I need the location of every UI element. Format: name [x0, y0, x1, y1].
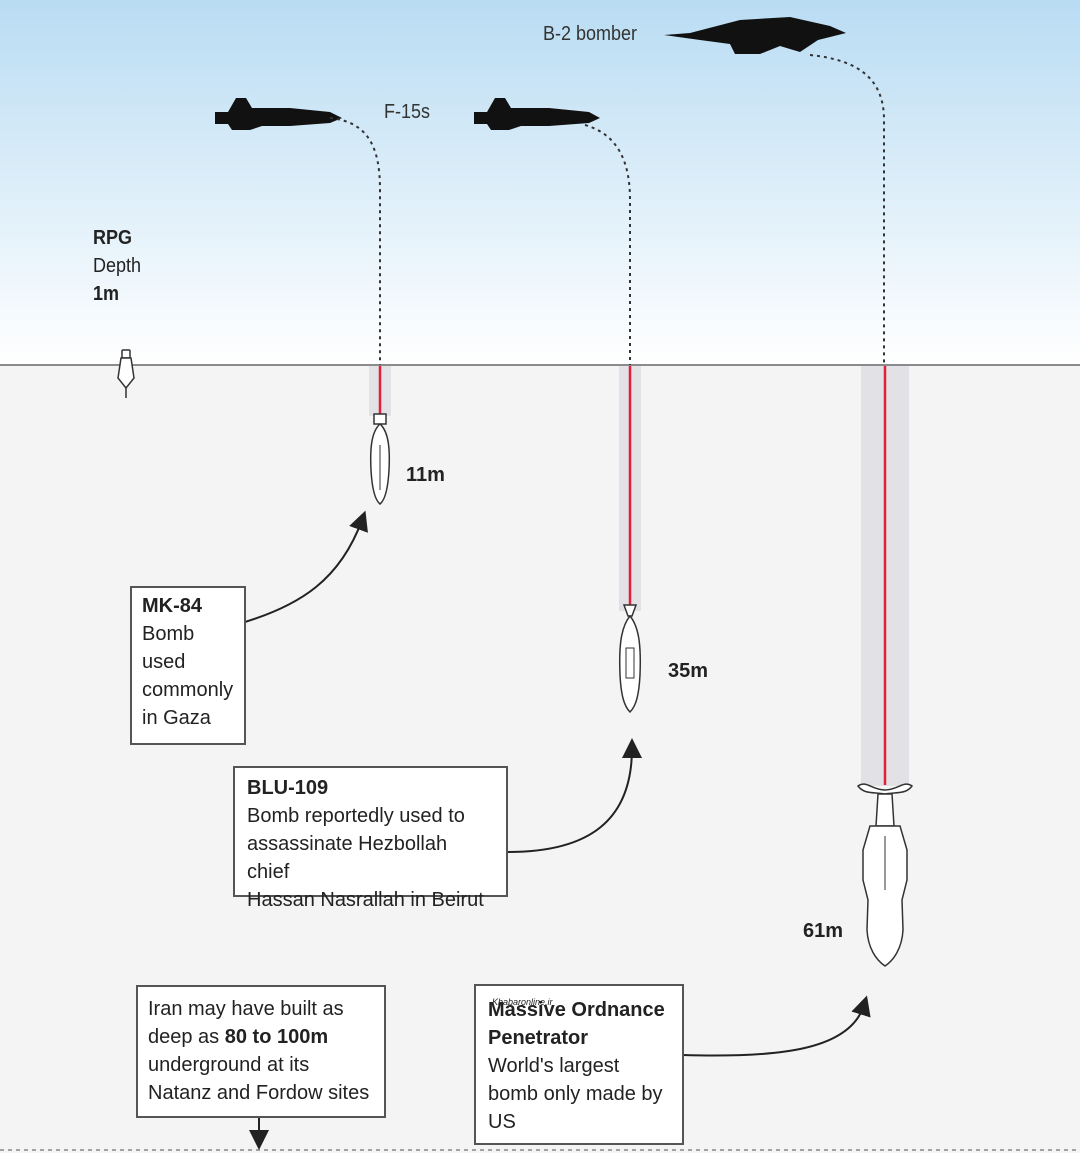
b2-bomber-icon	[664, 17, 846, 54]
mop-info-box: Khabaronline.ir Massive Ordnance Penetra…	[474, 984, 684, 1145]
blu109-bomb-icon	[618, 604, 642, 714]
blu109-desc-line: Hassan Nasrallah in Beirut	[247, 889, 484, 911]
mop-bomb-icon	[856, 783, 914, 967]
rpg-depth-label: Depth	[93, 255, 142, 277]
mk84-bomb-icon	[369, 413, 391, 505]
mk84-desc-line: used	[142, 651, 186, 673]
mk84-callout-arrow	[244, 510, 368, 623]
mop-desc-line: bomb only made by	[488, 1083, 663, 1105]
iran-note-prefix: deep as	[148, 1026, 225, 1048]
f15-label: F-15s	[384, 101, 431, 123]
iran-note-line: Natanz and Fordow sites	[148, 1082, 370, 1104]
mk84-title: MK-84	[142, 595, 203, 617]
iran-note-line: deep as 80 to 100m	[148, 1023, 374, 1051]
b2-bomber-label: B-2 bomber	[543, 23, 638, 45]
f15-jet-icon	[474, 98, 600, 130]
mop-desc-line: World's largest	[488, 1055, 620, 1077]
blu109-flight-path	[584, 124, 631, 365]
mop-title: Massive Ordnance	[488, 999, 665, 1021]
mk84-desc-line: commonly	[142, 679, 234, 701]
mk84-desc-line: Bomb	[142, 623, 195, 645]
mk84-flight-path	[329, 117, 381, 365]
mk84-depth: 11m	[406, 464, 445, 486]
mop-desc-line: US	[488, 1111, 516, 1133]
iran-note-line: underground at its	[148, 1054, 310, 1076]
iran-note-depth-range: 80 to 100m	[224, 1026, 329, 1048]
mk84-info-box: MK-84 Bomb used commonly in Gaza	[130, 586, 246, 745]
watermark: Khabaronline.ir	[492, 997, 553, 1007]
rpg-icon	[117, 349, 135, 398]
iran-note-line: Iran may have built as	[148, 998, 344, 1020]
blu109-desc-line: assassinate Hezbollah chief	[247, 833, 448, 883]
sky	[0, 0, 1080, 365]
blu109-title: BLU-109	[247, 777, 329, 799]
mop-title: Penetrator	[488, 1027, 589, 1049]
mk84-desc-line: in Gaza	[142, 707, 211, 729]
f15-jet-icon	[215, 98, 342, 130]
blu109-desc-line: Bomb reportedly used to	[247, 805, 465, 827]
mop-callout-arrow	[682, 995, 871, 1057]
mop-depth: 61m	[803, 920, 844, 942]
rpg-name: RPG	[93, 227, 133, 249]
mop-flight-path	[809, 54, 885, 365]
iran-depth-note-box: Iran may have built as deep as 80 to 100…	[136, 985, 386, 1118]
rpg-label-block: RPG Depth 1m	[93, 224, 141, 308]
blu109-depth: 35m	[668, 660, 709, 682]
rpg-depth-value: 1m	[93, 283, 120, 305]
blu109-info-box: BLU-109 Bomb reportedly used to assassin…	[233, 766, 508, 911]
blu109-callout-arrow	[507, 738, 642, 853]
